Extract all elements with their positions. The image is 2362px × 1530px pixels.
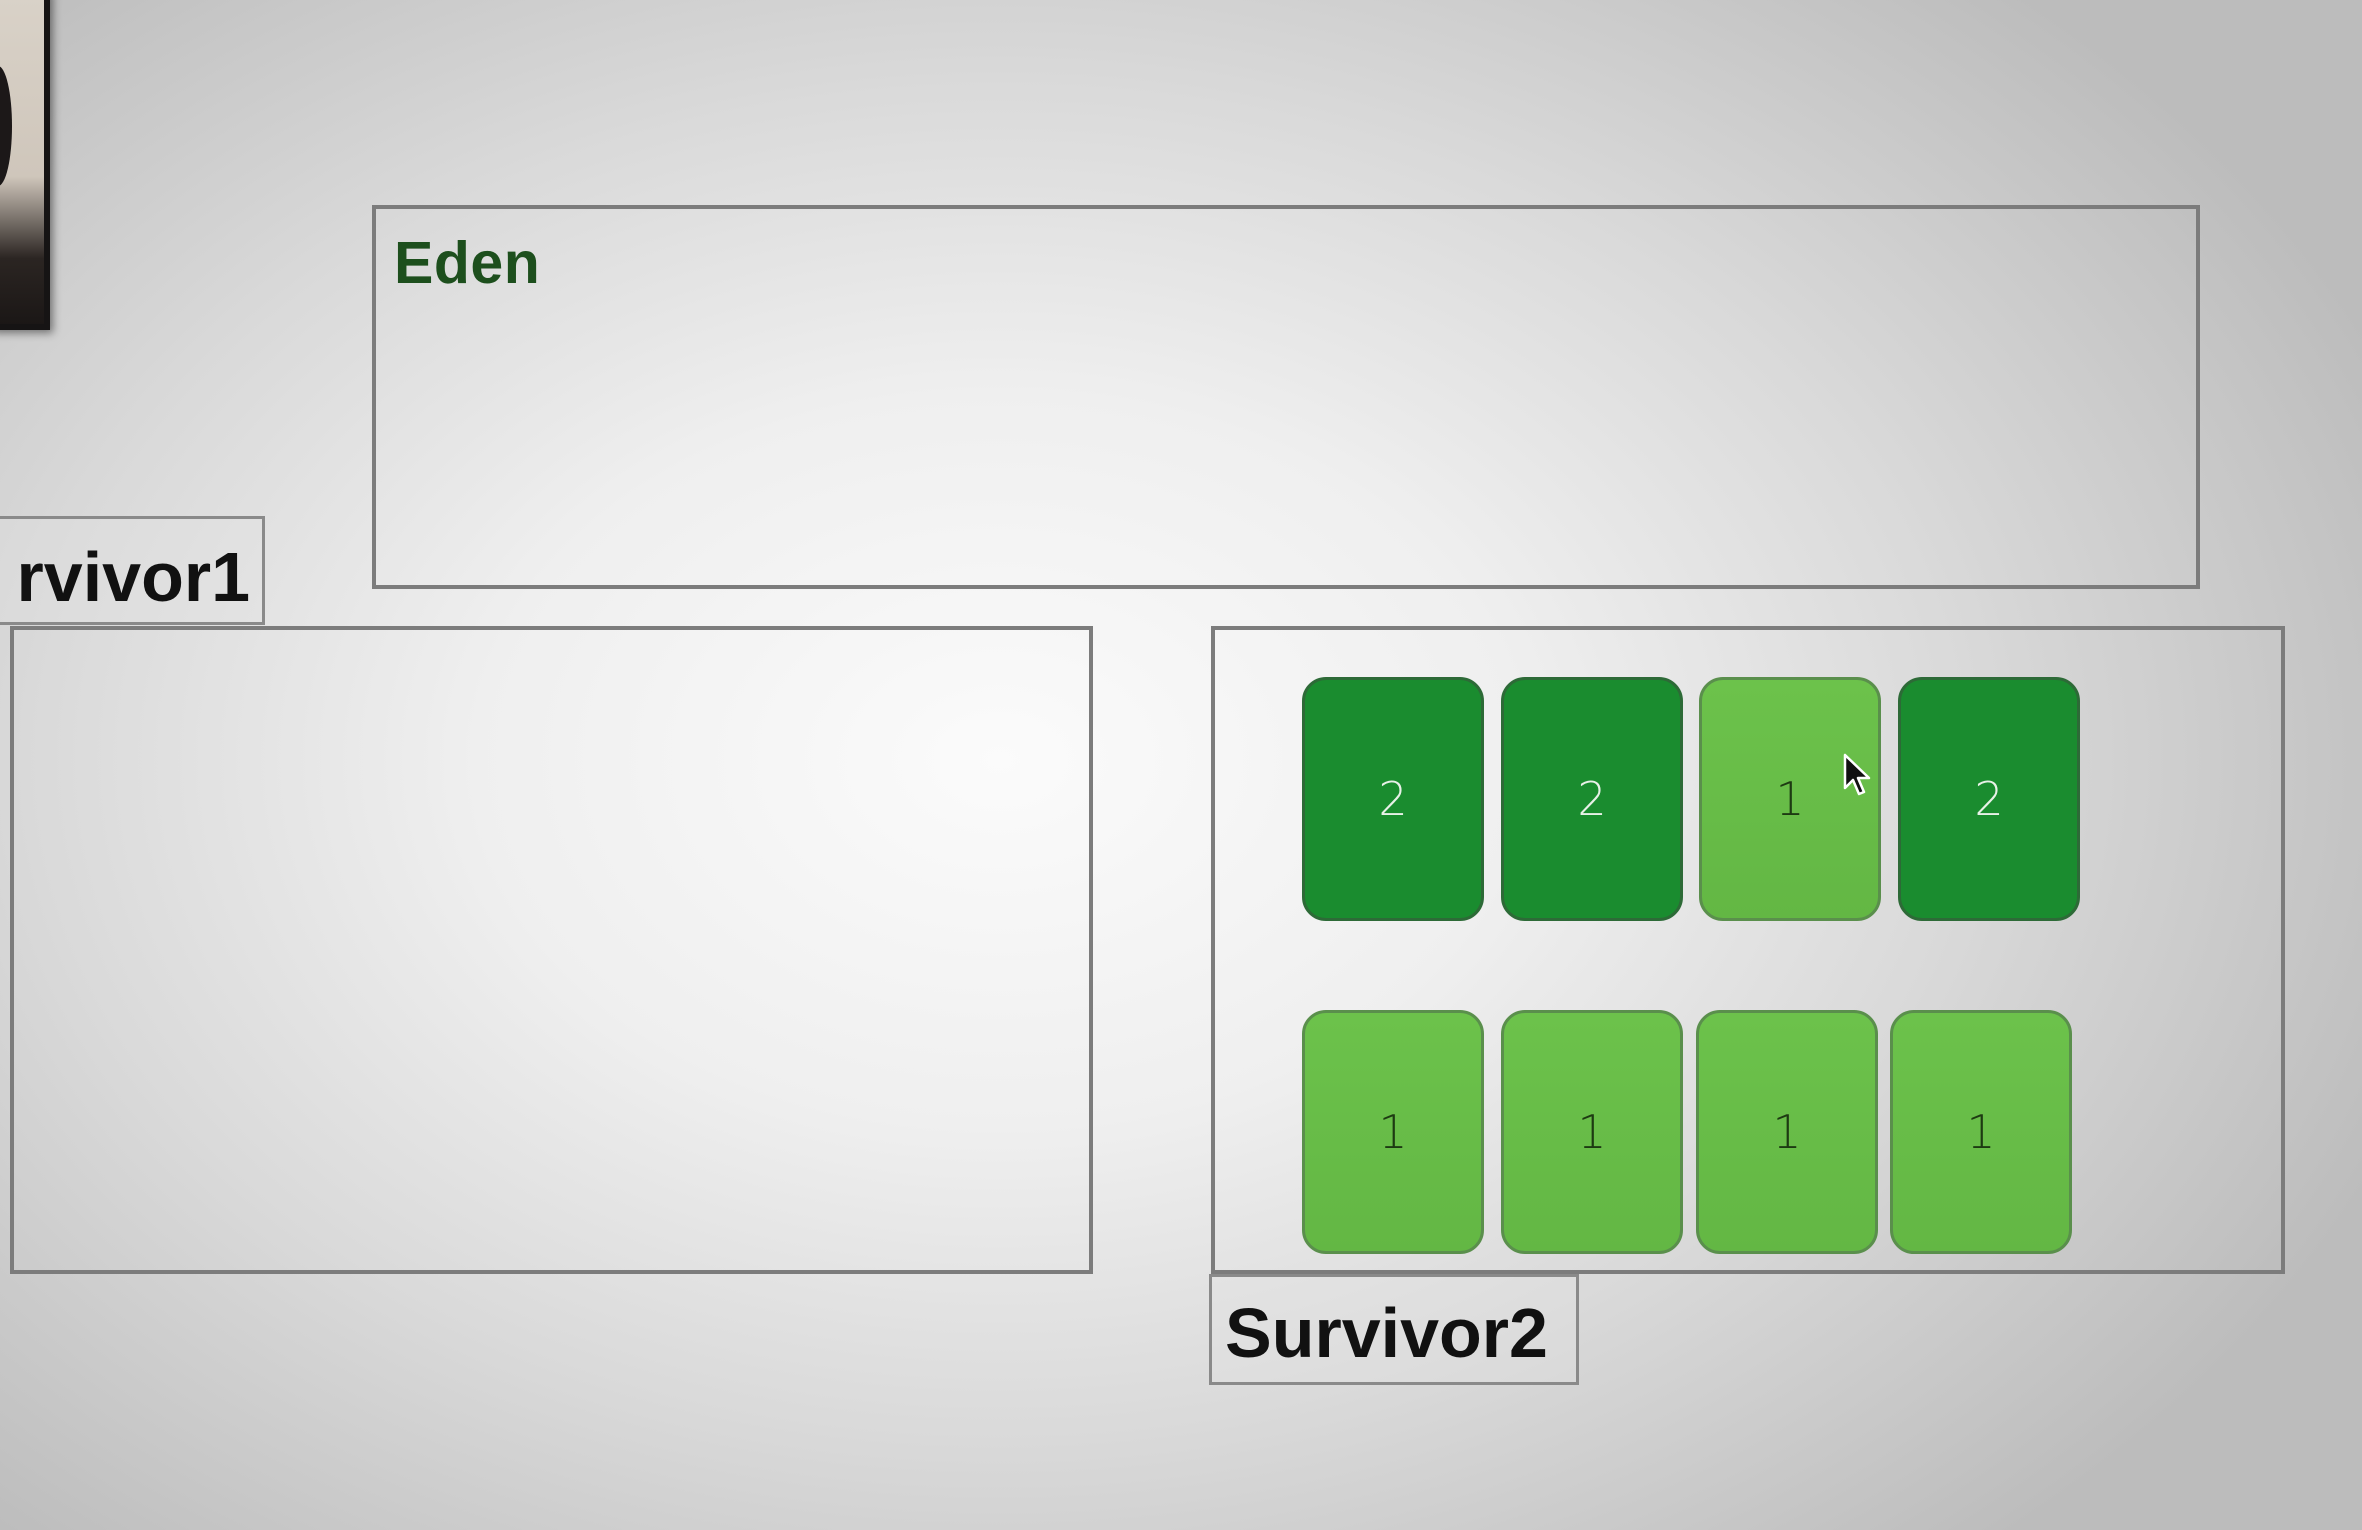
survivor1-label: rvivor1 [16, 538, 250, 616]
eden-label: Eden [394, 230, 541, 296]
object-age: 1 [1378, 1105, 1408, 1159]
object-block: 2 [1501, 677, 1683, 921]
presenter-thumbnail [0, 0, 50, 330]
object-block: 1 [1890, 1010, 2072, 1254]
mouse-pointer-icon [1843, 753, 1871, 796]
survivor2-label: Survivor2 [1225, 1294, 1548, 1372]
survivor2-region [1211, 626, 2285, 1274]
object-block: 2 [1302, 677, 1484, 921]
object-block: 1 [1696, 1010, 1878, 1254]
object-block: 2 [1898, 677, 2080, 921]
survivor1-region [10, 626, 1093, 1274]
object-block: 1 [1302, 1010, 1484, 1254]
survivor1-label-box: rvivor1 [0, 516, 265, 625]
object-age: 2 [1577, 772, 1607, 826]
object-age: 2 [1378, 772, 1408, 826]
survivor2-label-box: Survivor2 [1209, 1274, 1579, 1385]
object-age: 1 [1966, 1105, 1996, 1159]
object-age: 1 [1775, 772, 1805, 826]
object-age: 1 [1577, 1105, 1607, 1159]
object-block: 1 [1699, 677, 1881, 921]
object-age: 2 [1974, 772, 2004, 826]
object-block: 1 [1501, 1010, 1683, 1254]
eden-region: Eden [372, 205, 2200, 589]
object-age: 1 [1772, 1105, 1802, 1159]
